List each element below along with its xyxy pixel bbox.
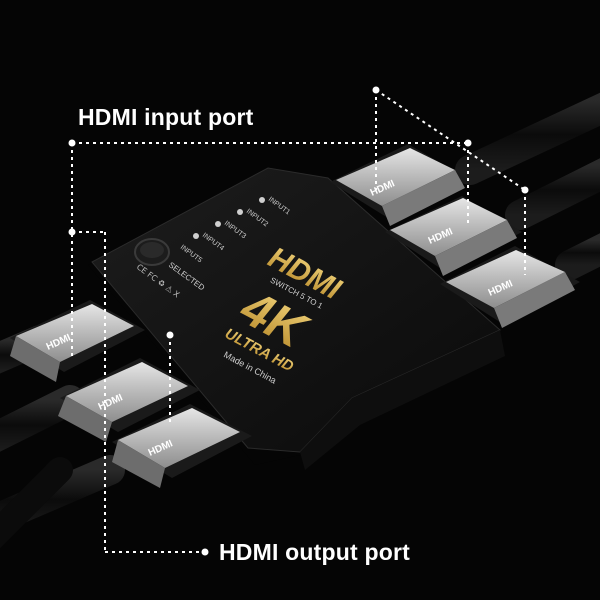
output-plug-3 — [112, 404, 252, 488]
input-plug-3 — [440, 246, 580, 328]
annotation-dots — [68, 86, 529, 556]
input-led-dots — [193, 197, 265, 239]
input-cables — [455, 92, 600, 280]
input-plug-1 — [330, 144, 470, 226]
annotation-lines — [71, 89, 526, 553]
input-plug-2 — [385, 196, 522, 276]
hdmi-input-port-label: HDMI input port — [78, 104, 254, 130]
output-plug-2 — [58, 358, 200, 442]
select-button — [134, 238, 170, 266]
hdmi-output-port-label: HDMI output port — [219, 539, 410, 565]
